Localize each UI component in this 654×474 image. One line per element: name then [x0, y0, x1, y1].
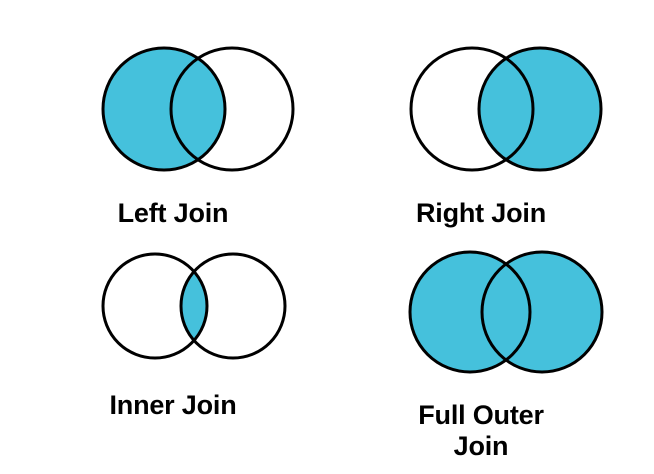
diagram-right-join: Right Join	[326, 34, 636, 229]
full-outer-join-label: Full Outer Join	[418, 400, 544, 462]
left-join-intersection-fill	[171, 48, 225, 170]
inner-join-label: Inner Join	[109, 390, 237, 420]
left-join-left-circle-outline	[101, 46, 227, 172]
right-join-right-circle-outline	[477, 46, 603, 172]
inner-join-right-circle-outline	[179, 252, 287, 360]
diagram-inner-join: Inner Join	[18, 240, 328, 421]
full-outer-join-venn-svg	[408, 250, 604, 374]
right-join-venn-svg	[409, 46, 603, 172]
left-join-label: Left Join	[117, 198, 229, 228]
diagram-left-join: Left Join	[18, 34, 328, 229]
inner-join-left-circle-outline	[101, 252, 209, 360]
full-outer-join-right-circle-outline	[480, 250, 604, 374]
diagram-full-outer-join: Full Outer Join	[326, 238, 636, 463]
left-join-right-circle-outline	[169, 46, 295, 172]
right-join-intersection-fill	[479, 48, 533, 170]
full-outer-join-right-circle-fill	[482, 252, 602, 372]
inner-join-venn-svg	[101, 252, 287, 360]
right-join-label: Right Join	[416, 198, 546, 228]
full-outer-join-left-circle-outline	[408, 250, 532, 374]
left-join-venn-svg	[101, 46, 295, 172]
right-join-left-circle-outline	[409, 46, 535, 172]
